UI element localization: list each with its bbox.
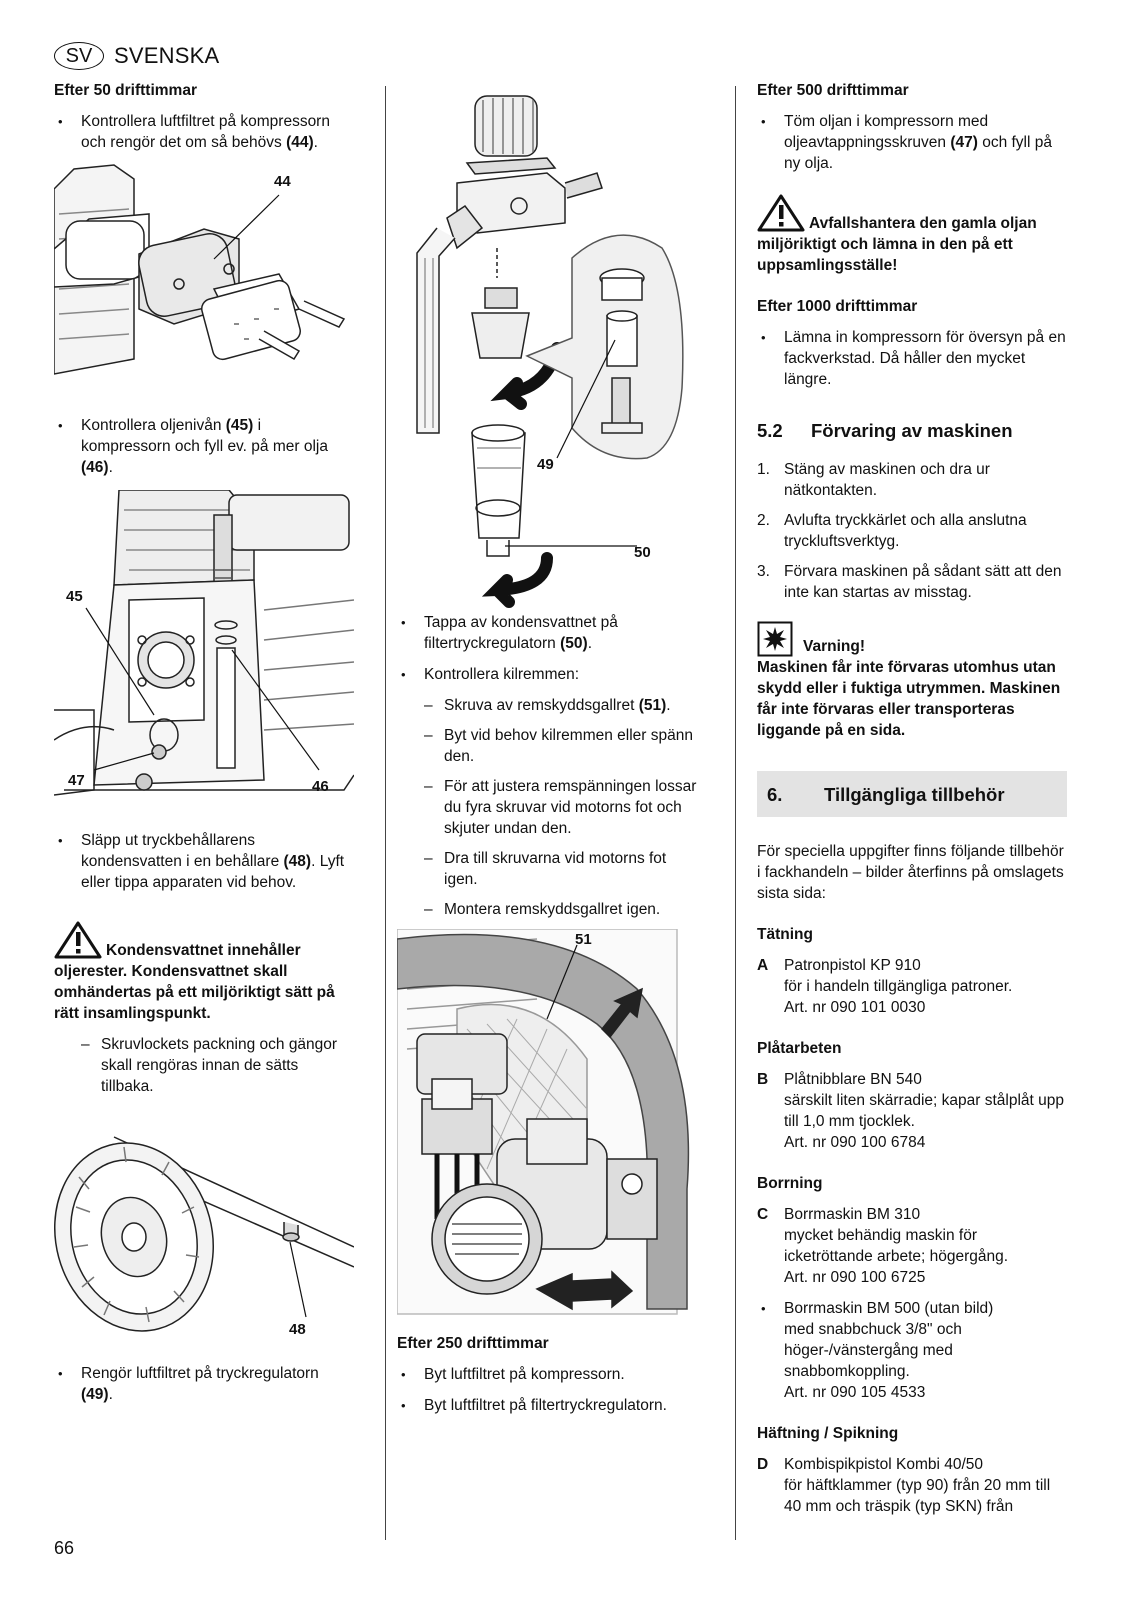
list-item: 3.Förvara maskinen på sådant sätt att de…: [757, 563, 1062, 601]
list-item: Lämna in kompressorn för översyn på en f…: [757, 327, 1067, 390]
warning-triangle-icon: [757, 194, 805, 232]
gasket-clean-item: Skruvlockets packning och gängor skall r…: [81, 1034, 354, 1097]
accessory-bm500: Borrmaskin BM 500 (utan bild) med snabbc…: [757, 1298, 1067, 1403]
list-item: Tappa av kondensvattnet på filtertryckre…: [397, 612, 702, 685]
warning-text: Maskinen får inte förvaras utomhus utan …: [757, 659, 1061, 739]
replace-compressor-filter-item: Byt luftfiltret på kompressorn.: [397, 1364, 702, 1385]
list-item: Kontrollera oljenivån (45) i kompressorn…: [54, 415, 354, 478]
column-middle: 49 50 Tappa av kondensvattnet på filtert…: [396, 80, 702, 1416]
figure-label: 46: [312, 778, 329, 795]
group-stapling-nailing: Häftning / Spikning: [757, 1425, 899, 1442]
replace-regulator-filter-item: Byt luftfiltret på filtertryckregulatorn…: [397, 1395, 702, 1416]
belt-guard-illustration: 51: [396, 928, 702, 1321]
filter-regulator-drawing: [416, 95, 684, 608]
accessory-c: C Borrmaskin BM 310 mycket behändig mask…: [757, 1206, 1009, 1286]
list-item: Töm oljan i kompressorn med oljeavtappni…: [757, 111, 1067, 174]
belt-guard-drawing: [396, 928, 690, 1315]
filter-regulator-illustration: 49 50: [397, 88, 702, 608]
list-item: Skruva av remskyddsgallret (51). Byt vid…: [397, 695, 702, 920]
warning-title: Varning!: [803, 638, 866, 655]
check-air-filter-item: Kontrollera luftfiltret på kompressorn o…: [54, 111, 354, 153]
tighten-screws-item: Dra till skruvarna vid motorns fot igen.: [424, 848, 702, 890]
drain-oil-item: Töm oljan i kompressorn med oljeavtappni…: [757, 111, 1067, 174]
drain-condensate-item: Släpp ut tryckbehållarens kondensvatten …: [54, 830, 354, 893]
service-item: Lämna in kompressorn för översyn på en f…: [757, 327, 1067, 390]
wheel-drawing: [53, 1136, 355, 1332]
heading-after-50-hours: Efter 50 drifttimmar: [54, 82, 197, 99]
remove-belt-guard-item: Skruva av remskyddsgallret (51).: [424, 695, 702, 716]
language-header: SV SVENSKA: [54, 42, 219, 70]
heading-after-1000-hours: Efter 1000 drifttimmar: [757, 298, 918, 315]
storage-warning: Varning! Maskinen får inte förvaras utom…: [757, 621, 1067, 741]
page-number: 66: [54, 1538, 75, 1558]
clean-regulator-filter-item: Rengör luftfiltret på tryckregulatorn (4…: [54, 1363, 354, 1405]
column-left: Efter 50 drifttimmar Kontrollera luftfil…: [53, 80, 355, 1405]
heading-after-500-hours: Efter 500 drifttimmar: [757, 82, 909, 99]
drain-regulator-item: Tappa av kondensvattnet på filtertryckre…: [397, 612, 702, 654]
group-sealing: Tätning: [757, 926, 813, 943]
list-item: Släpp ut tryckbehållarens kondensvatten …: [54, 830, 354, 893]
figure-label: 49: [537, 456, 554, 473]
section-6-title: 6.Tillgängliga tillbehör: [757, 771, 1067, 817]
column-divider: [735, 86, 737, 1540]
compressor-oil-drawing: [53, 489, 355, 796]
figure-label: 50: [634, 544, 651, 561]
adjust-tension-item: För att justera remspänningen lossar du …: [424, 776, 702, 839]
accessories-intro: För speciella uppgifter finns följande t…: [757, 843, 1064, 902]
list-item: Kontrollera luftfiltret på kompressorn o…: [54, 111, 354, 153]
replace-belt-item: Byt vid behov kilremmen eller spänn den.: [424, 725, 702, 767]
group-sheet-metal: Plåtarbeten: [757, 1040, 842, 1057]
oil-disposal-warning: Avfallshantera den gamla oljan miljörikt…: [757, 194, 1067, 276]
heading-after-250-hours: Efter 250 drifttimmar: [397, 1335, 549, 1352]
condensate-warning: Kondensvattnet innehåller oljerester. Ko…: [54, 921, 354, 1024]
list-item: Rengör luftfiltret på tryckregulatorn (4…: [54, 1363, 354, 1405]
column-divider: [385, 86, 387, 1540]
accessory-a: A Patronpistol KP 910 för i handeln till…: [757, 957, 1013, 1016]
list-item: Borrmaskin BM 500 (utan bild) med snabbc…: [757, 1298, 1067, 1403]
figure-label: 44: [274, 173, 291, 190]
figure-label: 45: [66, 588, 83, 605]
language-badge: SV: [54, 42, 104, 70]
hazard-symbol-icon: [757, 621, 793, 657]
figure-label: 47: [68, 772, 85, 789]
check-oil-level-item: Kontrollera oljenivån (45) i kompressorn…: [54, 415, 354, 478]
language-title: SVENSKA: [114, 43, 220, 68]
storage-steps-list: 1.Stäng av maskinen och dra ur nätkontak…: [757, 459, 1067, 603]
air-filter-drawing: [53, 164, 346, 375]
oil-level-illustration: 45 46 47: [53, 489, 355, 810]
air-filter-illustration: 44: [53, 159, 354, 389]
refit-guard-item: Montera remskyddsgallret igen.: [424, 899, 702, 920]
list-item: Byt luftfiltret på kompressorn. Byt luft…: [397, 1364, 702, 1416]
column-right: Efter 500 drifttimmar Töm oljan i kompre…: [757, 80, 1067, 1517]
warning-triangle-icon: [54, 921, 102, 959]
list-item: Skruvlockets packning och gängor skall r…: [54, 1034, 354, 1097]
figure-label: 51: [575, 931, 592, 948]
list-item: 2.Avlufta tryckkärlet och alla anslutna …: [757, 512, 1027, 550]
figure-label: 48: [289, 1321, 306, 1338]
wheel-drain-illustration: 48: [53, 1117, 355, 1357]
group-drilling: Borrning: [757, 1175, 823, 1192]
check-vbelt-item: Kontrollera kilremmen:: [397, 664, 702, 685]
accessory-b: B Plåtnibblare BN 540 särskilt liten skä…: [757, 1071, 1064, 1151]
list-item: 1.Stäng av maskinen och dra ur nätkontak…: [757, 461, 990, 499]
accessory-d: D Kombispikpistol Kombi 40/50 för häftkl…: [757, 1456, 1051, 1515]
